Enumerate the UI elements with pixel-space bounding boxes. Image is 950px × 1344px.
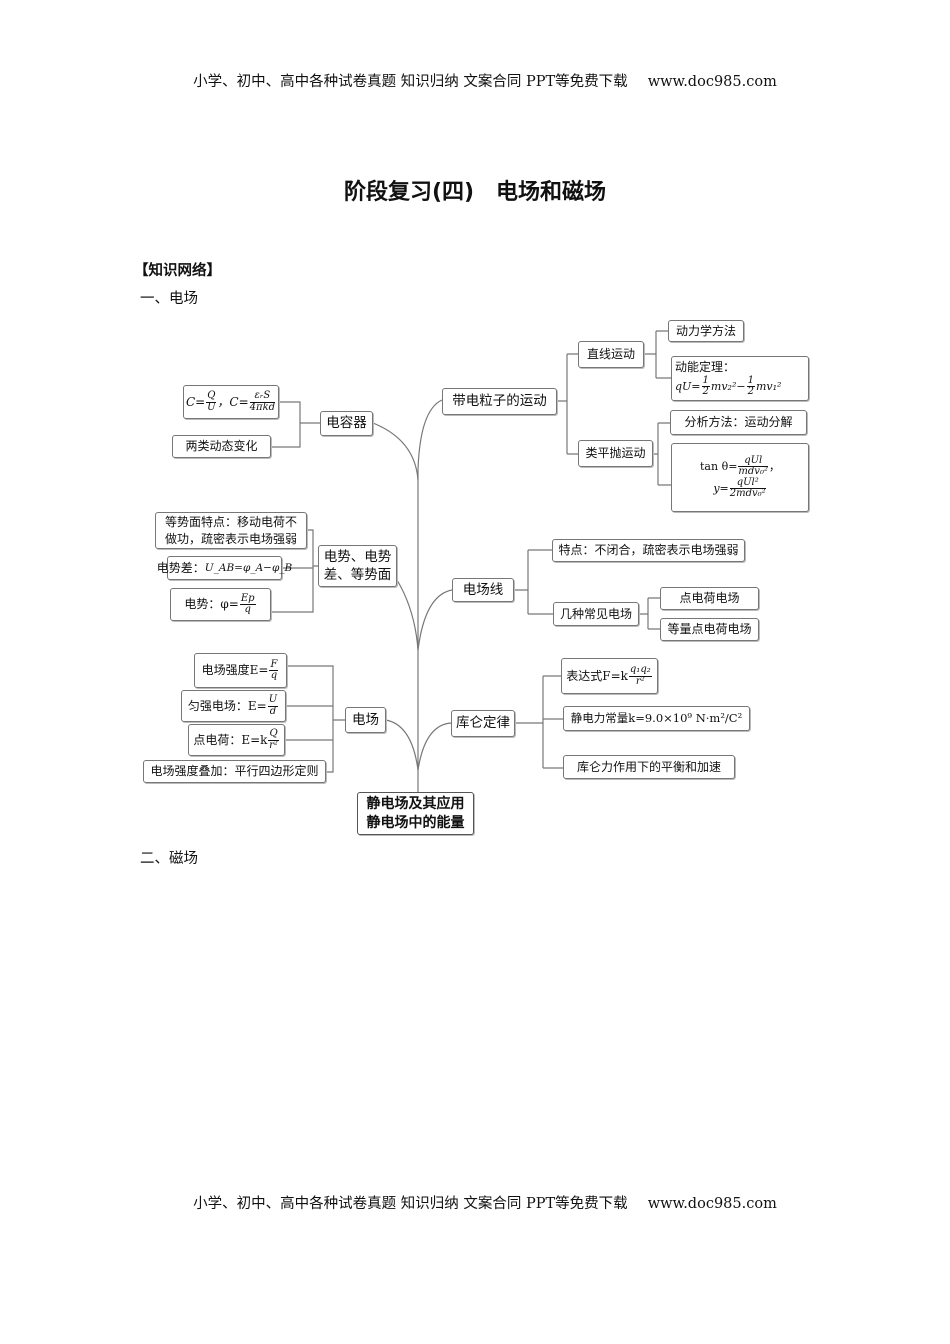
- node-capacitor: 电容器: [320, 411, 373, 436]
- node-common-fields: 几种常见电场: [553, 602, 639, 626]
- section-heading-magnetic: 二、磁场: [140, 851, 198, 867]
- node-field-line-feature: 特点：不闭合，疏密表示电场强弱: [552, 539, 745, 562]
- center-line2: 静电场中的能量: [366, 814, 465, 831]
- page-header: 小学、初中、高中各种试卷真题 知识归纳 文案合同 PPT等免费下载 www.doc…: [0, 70, 950, 91]
- node-electric-field: 电场: [345, 707, 386, 733]
- footer-url[interactable]: www.doc985.com: [647, 1196, 777, 1212]
- page-title: 阶段复习(四) 电场和磁场: [343, 180, 607, 205]
- node-field-lines: 电场线: [452, 578, 514, 602]
- footer-text: 小学、初中、高中各种试卷真题 知识归纳 文案合同 PPT等免费下载: [193, 1196, 628, 1212]
- header-url[interactable]: www.doc985.com: [647, 74, 777, 90]
- node-coulomb-constant: 静电力常量k=9.0×10⁹ N·m²/C²: [563, 706, 750, 731]
- node-charged-particle-motion: 带电粒子的运动: [442, 388, 557, 415]
- node-point-charge-field: 点电荷电场: [660, 587, 759, 610]
- header-text: 小学、初中、高中各种试卷真题 知识归纳 文案合同 PPT等免费下载: [193, 74, 628, 90]
- center-line1: 静电场及其应用: [366, 795, 465, 812]
- node-equal-charges-field: 等量点电荷电场: [660, 618, 759, 641]
- page-footer: 小学、初中、高中各种试卷真题 知识归纳 文案合同 PPT等免费下载 www.doc…: [0, 1192, 950, 1213]
- kinetic-title: 动能定理：: [675, 360, 736, 375]
- node-projectile-motion: 类平抛运动: [578, 440, 653, 467]
- node-coulomb-balance: 库仑力作用下的平衡和加速: [563, 755, 735, 779]
- node-analysis-method: 分析方法：运动分解: [670, 410, 807, 435]
- section-heading-electric: 一、电场: [140, 291, 198, 307]
- node-dynamics-method: 动力学方法: [668, 320, 744, 342]
- node-potential-difference: 电势差：U_AB=φ_A−φ_B: [157, 556, 292, 580]
- node-potential-group: 电势、电势差、等势面: [318, 545, 397, 587]
- node-dynamic-change: 两类动态变化: [172, 435, 271, 458]
- node-linear-motion: 直线运动: [578, 341, 644, 368]
- node-superposition: 电场强度叠加：平行四边形定则: [143, 760, 326, 783]
- section-label: 【知识网络】: [134, 263, 221, 279]
- node-coulomb-law: 库仑定律: [451, 710, 515, 737]
- central-node: 静电场及其应用静电场中的能量: [357, 792, 474, 835]
- node-equipotential-feature: 等势面特点：移动电荷不做功，疏密表示电场强弱: [155, 512, 307, 549]
